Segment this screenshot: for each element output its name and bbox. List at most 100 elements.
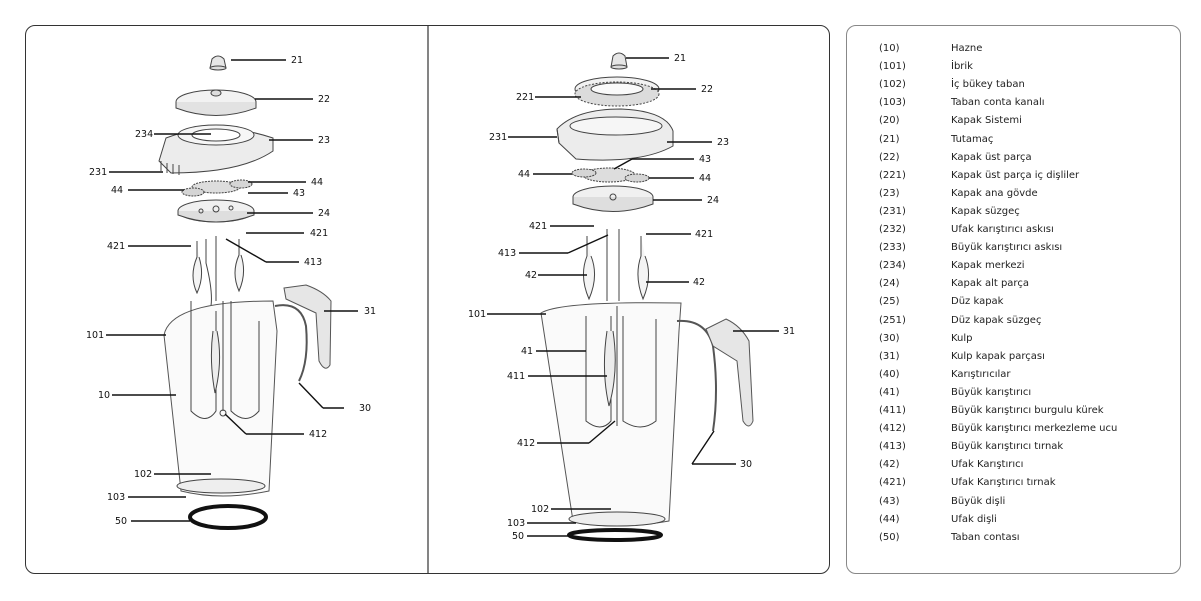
legend-item-number: (22)	[879, 151, 900, 163]
right-callout-labels: 21 221 22 231 23 43 44 44 24 421 421 413…	[468, 53, 795, 542]
right-part-handle-cover	[705, 318, 754, 427]
callout-43: 43	[293, 188, 305, 199]
legend-item-label: Düz kapak	[951, 296, 1004, 308]
legend-item-label: Kapak Sistemi	[951, 115, 1022, 127]
left-part-lid-body	[158, 124, 274, 175]
legend-item-label: Ufak dişli	[951, 513, 997, 525]
callout-24: 24	[707, 195, 719, 206]
right-part-lid-bottom	[572, 185, 654, 212]
callout-234: 234	[135, 129, 153, 140]
legend-item-number: (21)	[879, 133, 900, 145]
left-callout-labels: 21 22 234 23 231 44 44 43 24 421 421 413…	[86, 55, 376, 527]
legend-item-number: (221)	[879, 169, 906, 181]
callout-31: 31	[783, 326, 795, 337]
callout-101: 101	[86, 330, 104, 341]
callout-412: 412	[309, 429, 327, 440]
left-part-gasket	[188, 504, 268, 530]
left-part-handle-cover	[283, 284, 332, 369]
callout-101: 101	[468, 309, 486, 320]
legend-item-number: (43)	[879, 495, 900, 507]
legend-item-label: İç bükey taban	[951, 79, 1025, 91]
legend-item-number: (30)	[879, 332, 900, 344]
right-leader-lines	[487, 57, 779, 537]
right-part-gasket	[567, 528, 663, 542]
right-part-lid-top	[574, 76, 660, 107]
left-part-lid-top	[175, 89, 257, 116]
legend-item-label: Büyük karıştırıcı	[951, 386, 1032, 398]
left-part-gears	[181, 179, 253, 197]
legend-item-label: Kapak ana gövde	[951, 187, 1038, 199]
legend-item-number: (20)	[879, 115, 900, 127]
callout-23: 23	[717, 137, 729, 148]
legend-item-label: Büyük karıştırıcı burgulu kürek	[951, 405, 1104, 416]
right-exploded-figure	[540, 52, 754, 542]
callout-102: 102	[134, 469, 152, 480]
callout-413: 413	[498, 248, 516, 259]
legend-item-label: Kapak üst parça	[951, 151, 1032, 163]
legend-item-number: (412)	[879, 423, 906, 435]
right-part-lid-body	[556, 108, 674, 161]
legend-item-label: Tutamaç	[951, 133, 994, 145]
legend-item-number: (24)	[879, 278, 900, 290]
legend-item-label: Büyük karıştırıcı merkezleme ucu	[951, 423, 1118, 435]
callout-10: 10	[98, 390, 110, 401]
callout-50: 50	[115, 516, 127, 527]
legend-item-number: (413)	[879, 441, 906, 453]
callout-22: 22	[701, 84, 713, 95]
callout-42: 42	[693, 277, 705, 288]
callout-44: 44	[311, 177, 323, 188]
callout-421: 421	[695, 229, 713, 240]
callout-411: 411	[507, 371, 525, 382]
callout-103: 103	[107, 492, 125, 503]
callout-31: 31	[364, 306, 376, 317]
callout-102: 102	[531, 504, 549, 515]
legend-item-label: Ufak karıştırıcı askısı	[951, 224, 1054, 235]
legend-item-number: (31)	[879, 350, 900, 362]
legend-item-label: Karıştırıcılar	[951, 368, 1011, 380]
legend-item-label: Kapak alt parça	[951, 278, 1029, 290]
callout-413: 413	[304, 257, 322, 268]
callout-421: 421	[107, 241, 125, 252]
callout-44: 44	[518, 169, 530, 180]
legend-item-label: Kapak süzgeç	[951, 205, 1020, 217]
right-part-knob	[610, 52, 628, 70]
callout-103: 103	[507, 518, 525, 529]
legend-item-number: (232)	[879, 224, 906, 235]
legend-item-label: Kapak üst parça iç dişliler	[951, 169, 1080, 181]
legend-item-number: (102)	[879, 79, 906, 91]
legend-item-number: (44)	[879, 513, 900, 525]
legend-item-number: (103)	[879, 97, 906, 109]
right-part-gears	[571, 167, 650, 183]
legend-item-number: (101)	[879, 61, 906, 73]
legend-item-number: (25)	[879, 296, 900, 308]
left-part-knob	[209, 55, 227, 71]
callout-43: 43	[699, 154, 711, 165]
callout-44: 44	[699, 173, 711, 184]
left-exploded-figure	[158, 55, 332, 530]
callout-44: 44	[111, 185, 123, 196]
left-part-mixers	[192, 236, 245, 307]
exploded-view-diagram: 21 22 234 23 231 44 44 43 24 421 421 413…	[86, 26, 795, 573]
callout-42: 42	[525, 270, 537, 281]
left-part-jug	[163, 300, 308, 497]
legend-item-label: Taban contası	[951, 531, 1020, 543]
callout-412: 412	[517, 438, 535, 449]
legend-item-number: (23)	[879, 187, 900, 199]
legend-item-number: (40)	[879, 368, 900, 380]
legend-item-label: Büyük karıştırıcı askısı	[951, 242, 1063, 254]
legend-item-number: (234)	[879, 260, 906, 272]
right-part-jug	[540, 302, 717, 527]
legend-item-label: Kulp	[951, 332, 973, 344]
left-part-lid-bottom	[177, 199, 255, 223]
parts-legend: (10)Hazne(101)İbrik(102)İç bükey taban(1…	[846, 25, 1181, 574]
callout-421: 421	[529, 221, 547, 232]
legend-item-number: (231)	[879, 205, 906, 217]
legend-item-label: Kapak merkezi	[951, 260, 1025, 272]
callout-30: 30	[740, 459, 752, 470]
legend-item-label: Büyük dişli	[951, 495, 1006, 507]
legend-item-label: Kulp kapak parçası	[951, 350, 1045, 362]
legend-item-number: (50)	[879, 531, 900, 543]
callout-22: 22	[318, 94, 330, 105]
callout-21: 21	[674, 53, 686, 64]
callout-21: 21	[291, 55, 303, 66]
